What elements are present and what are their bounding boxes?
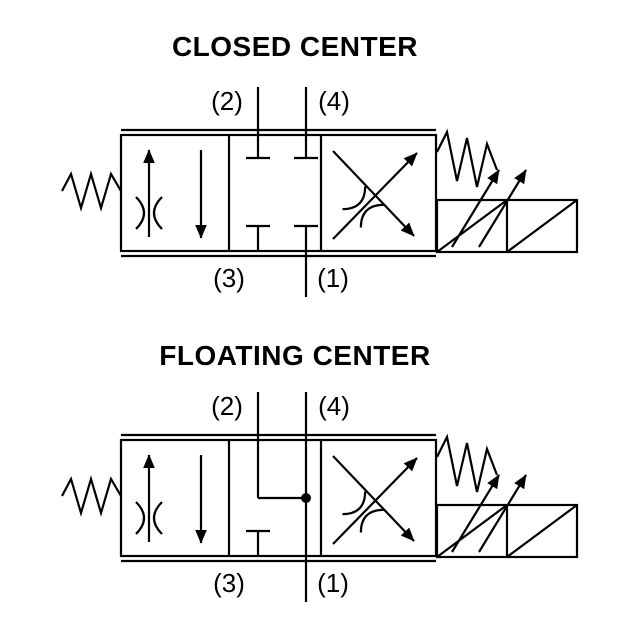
port-label-4: (4) <box>318 391 350 421</box>
floating-center-spool <box>244 438 313 558</box>
port-label-2: (2) <box>211 391 243 421</box>
port-label-1: (1) <box>317 568 349 598</box>
port-label-2: (2) <box>211 86 243 116</box>
diagram-closed-center: CLOSED CENTER (2) (4) (3) (1) <box>62 31 577 297</box>
diagram-floating-center: FLOATING CENTER (2) (4) (3) (1) <box>62 340 577 602</box>
port-label-3: (3) <box>213 568 245 598</box>
diagram-title: CLOSED CENTER <box>172 31 418 62</box>
port-label-3: (3) <box>213 263 245 293</box>
closed-center-spool <box>244 133 320 253</box>
diagram-title: FLOATING CENTER <box>159 340 430 371</box>
port-label-4: (4) <box>318 86 350 116</box>
port-label-1: (1) <box>317 263 349 293</box>
